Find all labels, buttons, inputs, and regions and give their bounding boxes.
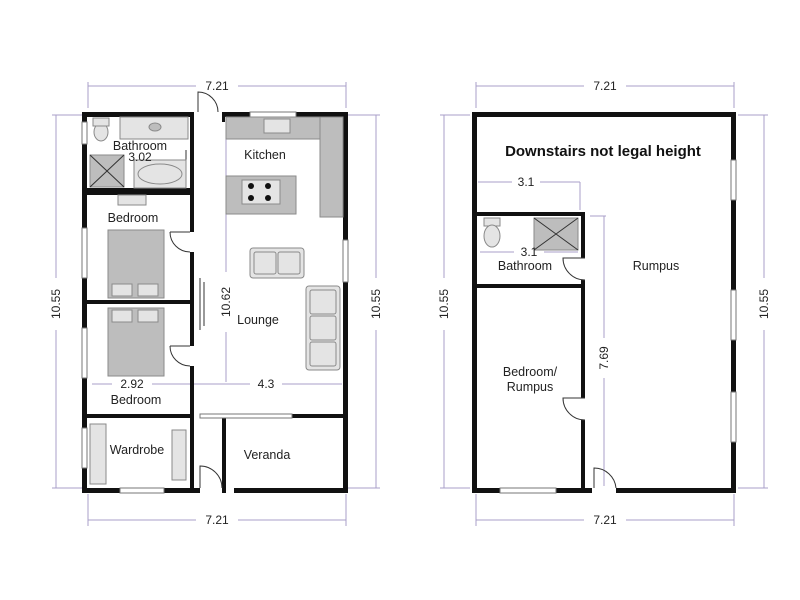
room-label-wardrobe: Wardrobe [110,443,164,457]
dim-downstairs-right-height: 10.55 [757,289,771,319]
ground-doors [169,91,223,489]
dim-ground-lounge-width: 4.3 [258,377,275,391]
ground-windows [81,111,349,494]
dim-ground-interior-height: 10.62 [219,287,233,317]
dim-ground-right-height: 10.55 [369,289,383,319]
room-label-bedroom-rumpus-line2: Rumpus [507,380,554,394]
downstairs-dimension-lines [440,82,768,526]
room-label-bedroom-1: Bedroom [108,211,159,225]
room-label-rumpus: Rumpus [633,259,680,273]
dim-ground-bottom-width: 7.21 [205,513,229,527]
downstairs-doors [562,257,617,489]
downstairs-plan: Downstairs not legal height Bathroom Rum… [437,79,771,527]
room-label-lounge: Lounge [237,313,279,327]
dim-downstairs-bathroom-width: 3.1 [518,175,535,189]
dim-ground-left-height: 10.55 [49,289,63,319]
dim-ground-bedroom-width: 2.92 [120,377,144,391]
room-label-kitchen: Kitchen [244,148,286,162]
dim-downstairs-top-width: 7.21 [593,79,617,93]
room-label-bedroom-rumpus-line1: Bedroom/ [503,365,558,379]
room-label-bedroom-2: Bedroom [111,393,162,407]
dim-downstairs-left-height: 10.55 [437,289,451,319]
dim-ground-bathroom-width: 3.02 [128,150,152,164]
dim-downstairs-bathroom-inner: 3.1 [521,245,538,259]
downstairs-fixtures [483,217,579,251]
ground-fixtures [89,116,344,485]
room-label-veranda: Veranda [244,448,291,462]
room-label-bathroom: Bathroom [113,139,167,153]
downstairs-windows [499,159,737,494]
room-label-downstairs-bathroom: Bathroom [498,259,552,273]
ground-dimension-lines [52,82,380,526]
dim-ground-top-width: 7.21 [205,79,229,93]
dim-downstairs-rumpus-height: 7.69 [597,346,611,370]
ground-floor-plan: Bathroom Kitchen Bedroom Lounge Bedroom … [49,79,383,527]
dim-downstairs-bottom-width: 7.21 [593,513,617,527]
downstairs-height-note: Downstairs not legal height [505,143,701,160]
